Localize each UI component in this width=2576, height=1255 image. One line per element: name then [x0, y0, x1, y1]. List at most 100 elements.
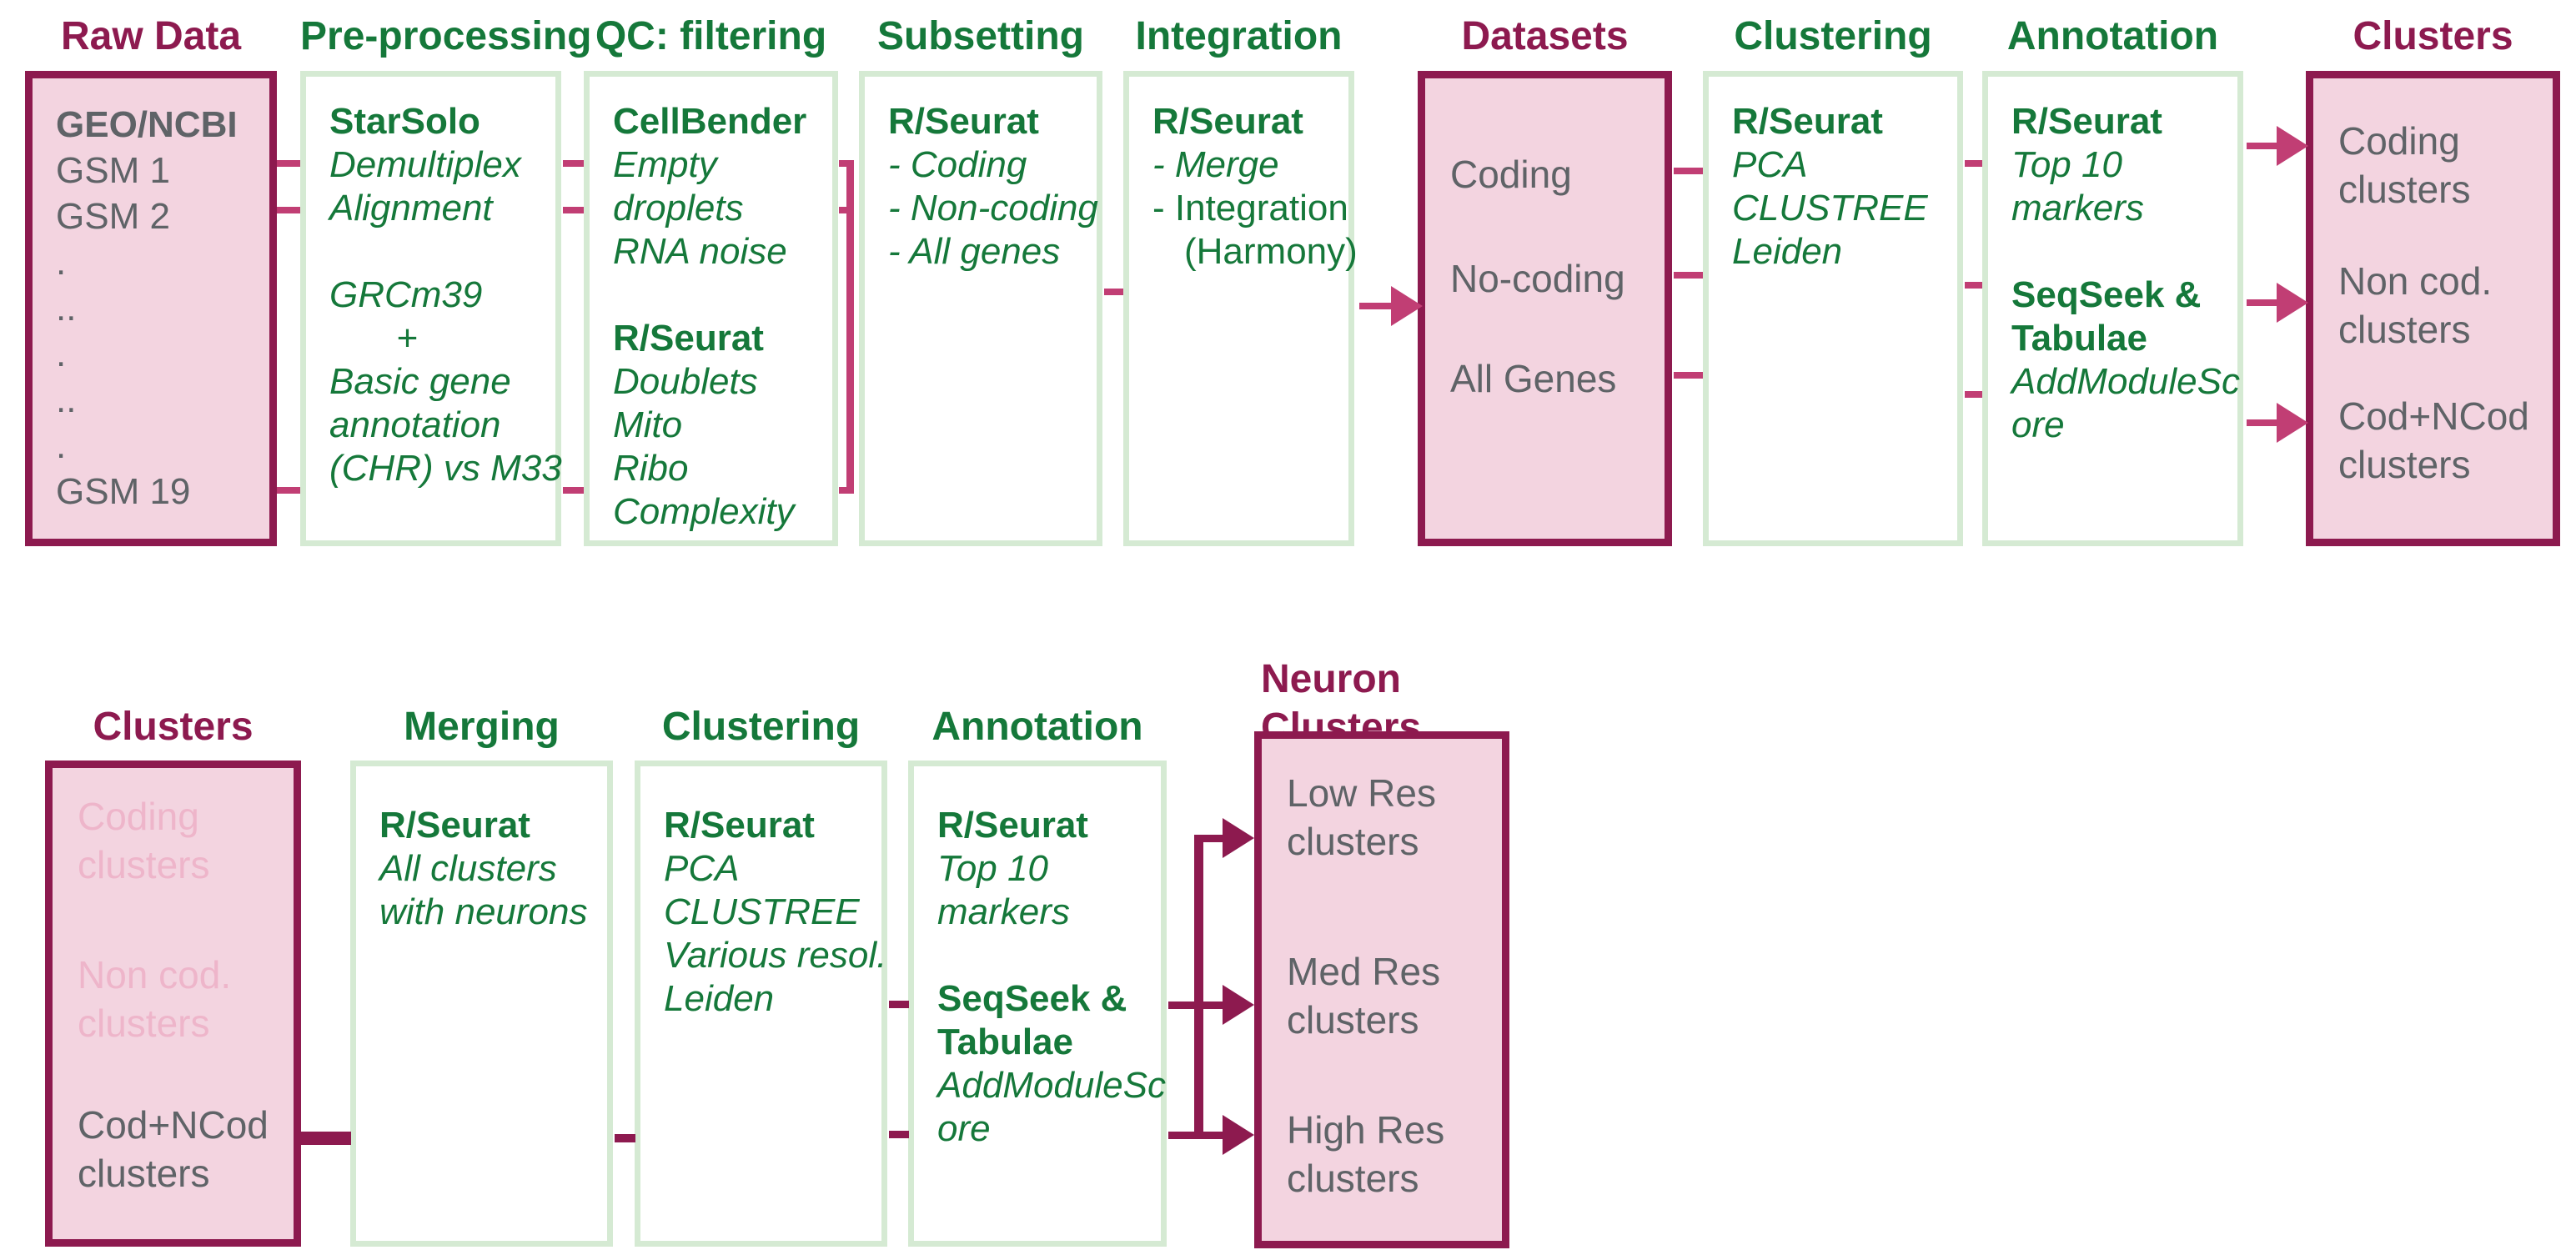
arrow-neuron-head-2: [1223, 985, 1254, 1025]
step: GRCm39: [329, 274, 483, 315]
box-clusters-2: Coding clusters Non cod. clusters Cod+NC…: [45, 761, 301, 1247]
tool-name: Tabulae: [937, 1022, 1074, 1062]
cluster-row: Non cod. clusters: [2338, 257, 2546, 354]
bracket-stub-3: [839, 487, 851, 494]
step: AddModuleSc: [937, 1065, 1166, 1106]
arrow-ann-clusters-line-3: [2247, 419, 2280, 426]
title-pre-processing: Pre-processing: [300, 14, 592, 58]
tool-name: R/Seurat: [1152, 101, 1303, 142]
cluster-row-line: clusters: [1287, 820, 1419, 863]
integration-content: R/Seurat - Merge - Integration (Harmony): [1129, 77, 1358, 274]
connector-clu-ann-2: [1965, 282, 1982, 289]
tool-name: SeqSeek &: [937, 978, 1127, 1019]
cluster-row-line: Med Res: [1287, 950, 1441, 993]
neuron-cluster-row: Low Res clusters: [1287, 769, 1495, 866]
box-raw-data: GEO/NCBI GSM 1 GSM 2 . .. . .. . GSM 19: [25, 71, 277, 546]
cluster-row-line: Coding: [78, 795, 199, 838]
cluster-row-line: clusters: [2338, 443, 2471, 486]
connector-sub-int: [1104, 289, 1123, 295]
cluster-row-line: clusters: [1287, 1157, 1419, 1200]
tool-name: R/Seurat: [379, 805, 530, 846]
cluster-row-line: Non cod.: [78, 953, 232, 996]
step: Complexity: [613, 491, 795, 532]
title-qc-filtering: QC: filtering: [595, 14, 827, 58]
tool-name: Tabulae: [2011, 318, 2148, 359]
cluster-row: Cod+NCod clusters: [2338, 392, 2546, 489]
arrow-neuron-line-3: [1168, 1132, 1227, 1139]
title-clustering: Clustering: [1734, 14, 1932, 58]
step: Alignment: [329, 188, 493, 228]
box-annotation-2: R/Seurat Top 10 markers SeqSeek & Tabula…: [908, 761, 1167, 1247]
qc-filtering-content: CellBender Empty droplets RNA noise R/Se…: [590, 77, 832, 534]
step: markers: [937, 891, 1070, 932]
spacer: [2011, 230, 2227, 274]
spacer: [329, 230, 545, 274]
step: Ribo: [613, 448, 689, 489]
step: AddModuleSc: [2011, 361, 2240, 402]
tool-name: R/Seurat: [937, 805, 1088, 846]
box-datasets: Coding No-coding All Genes: [1418, 71, 1672, 546]
merging-content: R/Seurat All clusters with neurons: [356, 766, 607, 934]
arrow-ann-clusters-line-2: [2247, 299, 2280, 306]
raw-data-line: ..: [56, 288, 77, 329]
connector-clu-ann-3: [1965, 391, 1982, 398]
box-clusters: Coding clusters Non cod. clusters Cod+NC…: [2306, 71, 2560, 546]
title-raw-data: Raw Data: [60, 14, 242, 58]
dataset-row: No-coding: [1450, 257, 1625, 300]
box-annotation: R/Seurat Top 10 markers SeqSeek & Tabula…: [1982, 71, 2243, 546]
step: All clusters: [379, 848, 557, 889]
connector-clu2-ann2-2: [889, 1131, 909, 1138]
connector-clu2-ann2-1: [889, 1001, 909, 1008]
step: ore: [937, 1108, 991, 1149]
arrow-ann-clusters-head-3: [2277, 403, 2308, 443]
cluster-row-line: Low Res: [1287, 771, 1436, 815]
cluster-row-line: clusters: [78, 1152, 210, 1195]
cluster-row-line: Coding: [2338, 119, 2460, 163]
step: Various resol.: [664, 935, 887, 976]
connector-datasets-clu-1: [1674, 168, 1703, 174]
step: Empty: [613, 144, 717, 185]
raw-data-line: .: [56, 242, 67, 283]
connector-datasets-clu-2: [1674, 272, 1703, 279]
neuron-cluster-row: High Res clusters: [1287, 1106, 1495, 1202]
connector-merging-clustering: [615, 1134, 635, 1142]
arrow-int-datasets-head: [1391, 286, 1423, 326]
box-integration: R/Seurat - Merge - Integration (Harmony): [1123, 71, 1358, 546]
box-clustering-2: R/Seurat PCA CLUSTREE Various resol. Lei…: [635, 761, 887, 1247]
tool-name: R/Seurat: [888, 101, 1039, 142]
tool-name: R/Seurat: [2011, 101, 2162, 142]
connector-clusters-merging: [301, 1132, 351, 1145]
connector-pre-qc-1: [563, 160, 584, 167]
cluster-row-line: clusters: [1287, 998, 1419, 1042]
step: Doublets: [613, 361, 758, 402]
cluster-row-faded: Non cod. clusters: [78, 951, 287, 1047]
cluster-row-line: Cod+NCod: [78, 1103, 269, 1147]
cluster-row: Cod+NCod clusters: [78, 1101, 287, 1197]
title-integration: Integration: [1135, 14, 1343, 58]
title-neuron-line1: Neuron: [1261, 657, 1401, 701]
bracket-stub-2: [839, 207, 851, 213]
connector-datasets-clu-3: [1674, 372, 1703, 379]
arrow-ann-clusters-head-1: [2277, 126, 2308, 166]
arrow-ann-clusters-head-2: [2277, 283, 2308, 323]
tool-name: CellBender: [613, 101, 807, 142]
cluster-row-line: Cod+NCod: [2338, 394, 2529, 438]
step: - Integration: [1152, 188, 1348, 228]
connector-pre-qc-3: [563, 487, 584, 494]
title-annotation-2: Annotation: [931, 705, 1143, 749]
raw-data-line: GSM 1: [56, 150, 170, 191]
box-clustering: R/Seurat PCA CLUSTREE Leiden: [1703, 71, 1963, 546]
cluster-row: Coding clusters: [2338, 117, 2546, 213]
cluster-row-line: clusters: [2338, 308, 2471, 351]
step: Leiden: [664, 978, 775, 1019]
raw-data-line: .: [56, 334, 67, 374]
arrow-neuron-head-1: [1223, 818, 1254, 858]
arrow-bus-vertical: [1194, 835, 1203, 1139]
connector-raw-pre-2: [277, 207, 300, 213]
step: Top 10: [937, 848, 1048, 889]
step: - Merge: [1152, 144, 1279, 185]
raw-data-line: GSM 19: [56, 471, 191, 512]
step: RNA noise: [613, 231, 787, 272]
title-datasets: Datasets: [1461, 14, 1629, 58]
